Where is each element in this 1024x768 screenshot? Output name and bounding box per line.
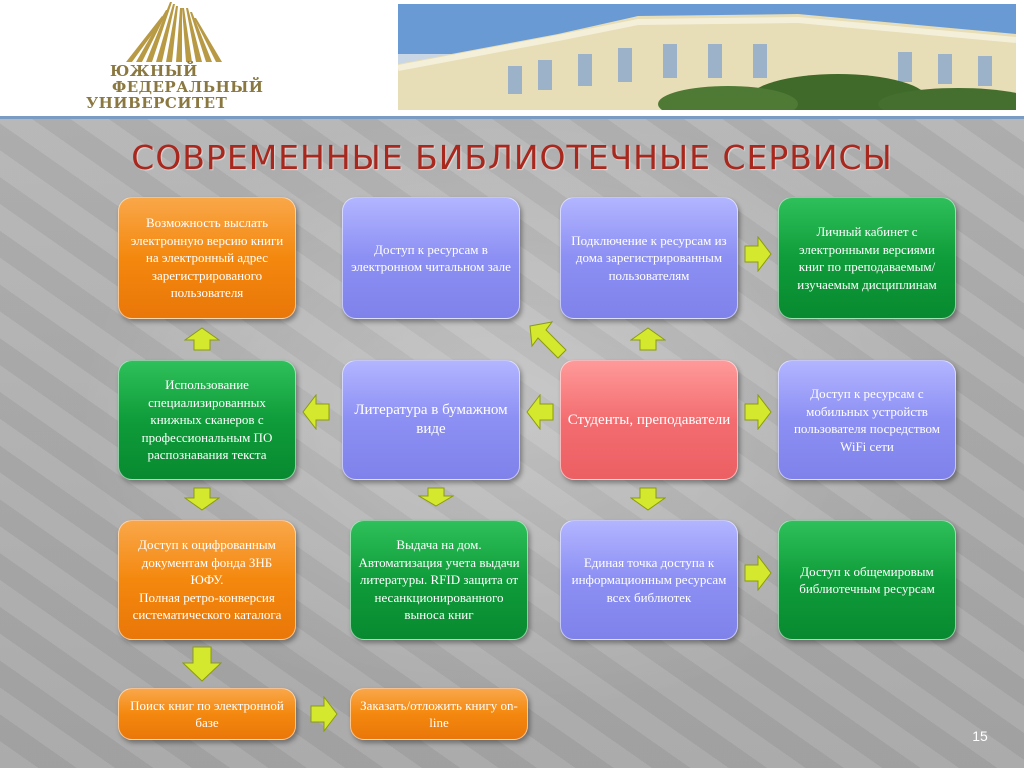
box-order-books: Заказать/отложить книгу on-line [350, 688, 528, 740]
box-single-access: Единая точка доступа к информационным ре… [560, 520, 738, 640]
arrow-up-icon [630, 327, 666, 351]
arrow-left-icon [526, 394, 554, 430]
arrow-down-icon [182, 646, 222, 682]
arrow-right-icon [744, 394, 772, 430]
arrow-down-icon [184, 487, 220, 511]
box-home-loan: Выдача на дом. Автоматизация учета выдач… [350, 520, 528, 640]
arrow-up-icon [184, 327, 220, 351]
box-reading-room: Доступ к ресурсам в электронном читально… [342, 197, 520, 319]
slide-title: СОВРЕМЕННЫЕ БИБЛИОТЕЧНЫЕ СЕРВИСЫ [131, 138, 893, 177]
header-divider [0, 116, 1024, 119]
box-home-access: Подключение к ресурсам из дома зарегистр… [560, 197, 738, 319]
logo-text-line1: ЮЖНЫЙ [110, 62, 198, 80]
arrow-diagonal-icon [529, 321, 567, 359]
university-logo: ЮЖНЫЙ ФЕДЕРАЛЬНЫЙ УНИВЕРСИТЕТ [82, 2, 264, 112]
box-world-resources: Доступ к общемировым библиотечным ресурс… [778, 520, 956, 640]
box-digitized-docs: Доступ к оцифрованным документам фонда З… [118, 520, 296, 640]
arrow-right-icon [310, 696, 338, 732]
arrow-left-icon [302, 394, 330, 430]
arrow-right-icon [744, 555, 772, 591]
box-send-ebook: Возможность выслать электронную версию к… [118, 197, 296, 319]
logo-text-line2: ФЕДЕРАЛЬНЫЙ [112, 78, 264, 96]
box-mobile-access: Доступ к ресурсам с мобильных устройств … [778, 360, 956, 480]
logo-text-line3: УНИВЕРСИТЕТ [86, 94, 228, 112]
box-personal-cabinet: Личный кабинет с электронными версиями к… [778, 197, 956, 319]
logo-emblem-icon [126, 2, 222, 62]
arrow-right-icon [744, 236, 772, 272]
box-paper-literature: Литература в бумажном виде [342, 360, 520, 480]
arrow-down-icon [630, 487, 666, 511]
page-number: 15 [972, 728, 988, 744]
box-students: Студенты, преподаватели [560, 360, 738, 480]
box-scanners: Использование специализированных книжных… [118, 360, 296, 480]
box-search-books: Поиск книг по электронной базе [118, 688, 296, 740]
university-building-photo [398, 4, 1016, 110]
arrow-down-icon [418, 487, 454, 507]
